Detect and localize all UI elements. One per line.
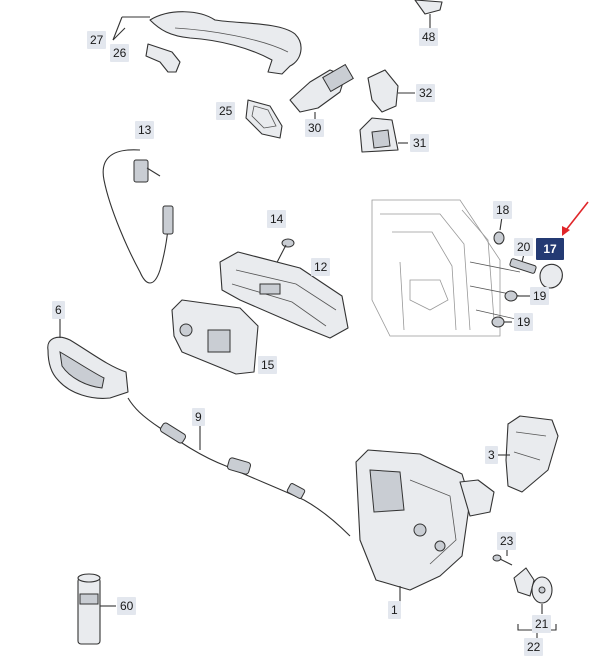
seal-disc [531, 576, 553, 604]
gasket [245, 99, 283, 139]
part-label-6: 6 [52, 301, 65, 319]
cap-17 [539, 263, 563, 289]
handle-part-48 [414, 0, 443, 28]
bowden-cable-13 [102, 149, 174, 284]
part-label-1: 1 [388, 601, 401, 619]
washer-plate [513, 567, 535, 597]
plug-18 [493, 231, 505, 245]
part-label-32: 32 [416, 84, 436, 102]
part-label-9: 9 [192, 408, 205, 426]
part-label-3: 3 [485, 446, 498, 464]
cover-cap-32 [367, 69, 399, 113]
part-label-30: 30 [305, 119, 325, 137]
part-label-20: 20 [514, 238, 534, 256]
part-label-19-upper: 19 [530, 287, 550, 305]
part-label-25: 25 [216, 102, 236, 120]
cover-cap-31 [359, 117, 399, 153]
part-label-14: 14 [267, 210, 287, 228]
lock-cover-bracket [505, 415, 559, 493]
part-label-23: 23 [497, 532, 517, 550]
part-label-13: 13 [135, 121, 155, 139]
part-label-22: 22 [524, 638, 544, 656]
door-frame-section [371, 199, 521, 337]
part-label-26: 26 [110, 44, 130, 62]
screw-19a [504, 290, 530, 302]
part-label-21: 21 [532, 615, 552, 633]
leader-27c [112, 27, 126, 41]
part-label-12: 12 [311, 258, 331, 276]
grease-tube [77, 573, 116, 645]
door-lock-unit [355, 449, 495, 602]
reinforcement-plate [171, 299, 259, 375]
screw-19b [491, 316, 512, 328]
lock-cylinder [289, 63, 354, 120]
part-label-31: 31 [410, 134, 430, 152]
part-label-60: 60 [117, 597, 137, 615]
part-label-19-lower: 19 [514, 313, 534, 331]
part-label-48: 48 [419, 28, 439, 46]
screw-23 [492, 548, 513, 566]
handle-carrier [219, 251, 349, 339]
bowden-cable-9 [127, 397, 351, 537]
part-label-15: 15 [258, 356, 278, 374]
highlight-arrow [562, 201, 589, 236]
handle-bracket [145, 43, 181, 73]
screw-14 [271, 238, 295, 273]
part-label-17-highlighted: 17 [536, 238, 564, 260]
inner-door-handle [47, 318, 129, 399]
leader-27 [112, 16, 123, 41]
part-label-18: 18 [493, 201, 513, 219]
part-label-27: 27 [87, 31, 107, 49]
door-handle [149, 11, 302, 75]
